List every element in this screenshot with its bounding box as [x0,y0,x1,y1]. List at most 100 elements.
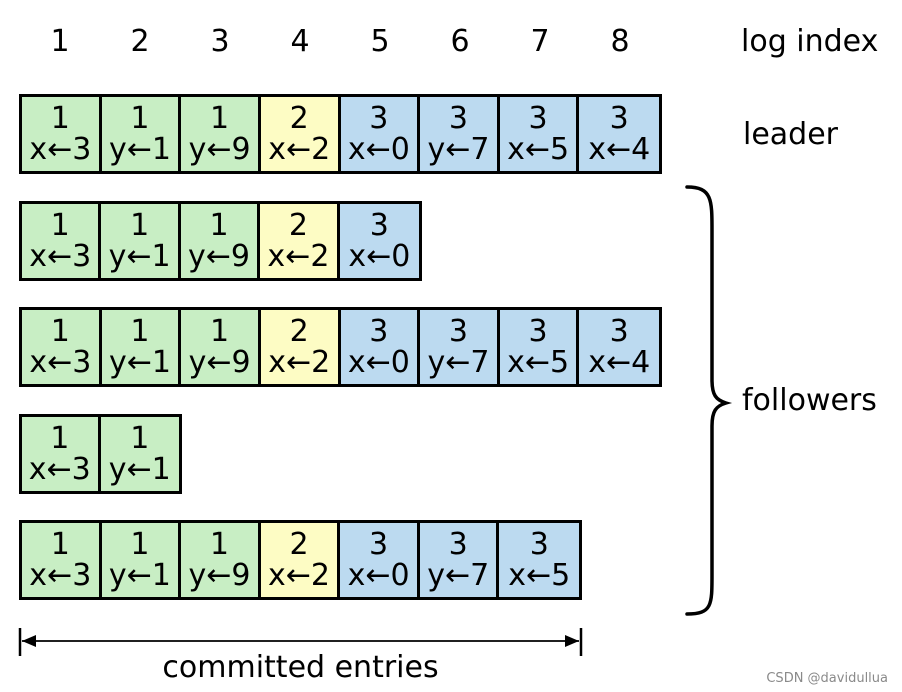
entry-term: 2 [289,314,309,349]
entry-command: y←7 [427,345,490,380]
leader-label: leader [743,117,839,152]
log-index-5: 5 [370,24,390,59]
entry-term: 3 [369,101,389,136]
entry-command: x←5 [508,558,571,593]
entry-term: 2 [289,527,309,562]
entry-term: 1 [50,314,70,349]
entry-term: 1 [50,101,70,136]
followers-brace [685,185,733,616]
entry-command: x←2 [268,558,331,593]
log-index-4: 4 [290,24,310,59]
entry-term: 1 [50,421,70,456]
committed-arrow-left-head [22,635,36,647]
entry-term: 1 [210,314,230,349]
entry-command: x←3 [29,132,92,167]
entry-command: y←9 [188,239,250,274]
followers-label: followers [742,383,877,418]
entry-term: 3 [448,101,468,136]
entry-term: 3 [448,314,468,349]
entry-term: 1 [50,208,70,243]
log-index-label: log index [741,24,879,59]
entry-command: y←1 [108,132,171,167]
entry-command: x←0 [347,132,410,167]
entry-term: 3 [529,527,549,562]
entry-term: 3 [448,527,468,562]
log-index-1: 1 [50,24,70,59]
entry-term: 3 [528,101,548,136]
entry-term: 3 [609,314,629,349]
entry-command: x←0 [348,239,411,274]
committed-entries-label: committed entries [162,650,439,685]
entry-command: y←1 [108,239,171,274]
entry-command: x←2 [267,239,330,274]
entry-term: 2 [288,208,308,243]
log-index-3: 3 [210,24,230,59]
entry-term: 1 [209,208,229,243]
entry-term: 3 [609,101,629,136]
entry-command: x←3 [29,239,92,274]
entry-command: x←2 [268,132,331,167]
entry-term: 1 [130,208,150,243]
entry-command: y←9 [188,558,251,593]
entry-command: x←5 [507,345,570,380]
entry-term: 2 [289,101,309,136]
entry-term: 1 [130,421,150,456]
committed-arrow-right-head [565,635,579,647]
entry-term: 1 [210,101,230,136]
entry-command: x←0 [347,558,410,593]
entry-command: x←4 [588,132,651,167]
entry-command: y←9 [188,345,251,380]
entry-command: y←7 [427,132,490,167]
log-index-2: 2 [130,24,150,59]
entry-command: x←5 [507,132,570,167]
entry-command: x←0 [347,345,410,380]
entry-command: y←1 [108,558,171,593]
entry-command: x←3 [29,558,92,593]
watermark: CSDN @davidullua [766,671,888,686]
entry-command: y←1 [108,452,171,487]
log-index-6: 6 [450,24,470,59]
entry-command: x←2 [268,345,331,380]
entry-command: y←7 [427,558,490,593]
entry-term: 3 [528,314,548,349]
entry-term: 1 [130,101,150,136]
entry-term: 3 [369,527,389,562]
entry-command: y←1 [108,345,171,380]
entry-term: 1 [130,527,150,562]
log-index-7: 7 [530,24,550,59]
entry-term: 1 [50,527,70,562]
log-index-8: 8 [610,24,630,59]
